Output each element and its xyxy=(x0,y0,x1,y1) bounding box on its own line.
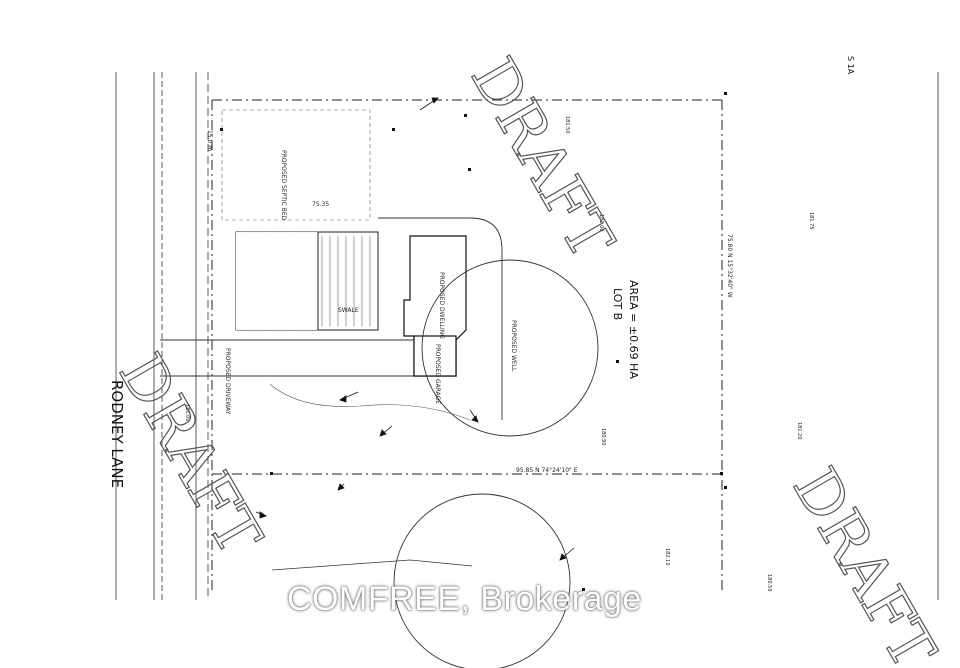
setback-area xyxy=(221,109,371,221)
spot-elevation: 181.00 xyxy=(184,404,190,422)
swale-label: SWALE xyxy=(338,307,359,314)
draft-watermark: DRAFT xyxy=(779,457,949,668)
spot-elevation: 182.10 xyxy=(664,548,670,566)
spot-elevation: 180.50 xyxy=(766,574,772,592)
brokerage-watermark: COMFREE, Brokerage xyxy=(287,580,642,618)
bearing-south: 95.85 N 74°24'10" E xyxy=(516,467,578,474)
draft-watermark: DRAFT xyxy=(457,47,627,271)
setback-note: 15.0 m xyxy=(206,130,213,151)
spot-elevation: 181.20 xyxy=(796,422,802,440)
lot-label: LOT B xyxy=(611,288,624,320)
lot-boundaries xyxy=(211,99,723,590)
road-lines xyxy=(115,72,939,600)
dwelling-label: PROPOSED DWELLING xyxy=(438,272,445,339)
spot-elevation: 182.00 xyxy=(598,214,604,232)
garage-label: PROPOSED GARAGE xyxy=(434,344,441,404)
elevation-labels: 181.50 182.00 181.75 180.90 181.20 182.1… xyxy=(184,116,814,592)
septic-label: PROPOSED SEPTIC BED xyxy=(280,150,287,221)
spot-elevation: 181.75 xyxy=(808,212,814,230)
well-label: PROPOSED WELL xyxy=(510,320,517,372)
road-label: RODNEY LANE xyxy=(108,380,126,488)
spot-markers xyxy=(220,92,727,591)
septic-bed xyxy=(235,231,379,331)
bearing-east: 75.80 N 15°32'40" W xyxy=(726,234,733,298)
spot-elevation: 181.50 xyxy=(564,116,570,134)
drainage-arrows xyxy=(255,97,575,561)
driveway-label: PROPOSED DRIVEWAY xyxy=(224,348,231,415)
south-contour xyxy=(271,559,473,571)
bearing-north: 75.35 xyxy=(312,201,329,208)
well-radius-lot-b xyxy=(421,259,599,437)
well-radius-lot-c xyxy=(393,493,571,668)
section-label: S 1A xyxy=(846,56,855,75)
area-label: AREA = ±0.69 HA xyxy=(627,280,640,379)
driveway xyxy=(160,217,503,420)
grading-contour xyxy=(269,383,471,421)
spot-elevation: 180.90 xyxy=(600,428,606,446)
